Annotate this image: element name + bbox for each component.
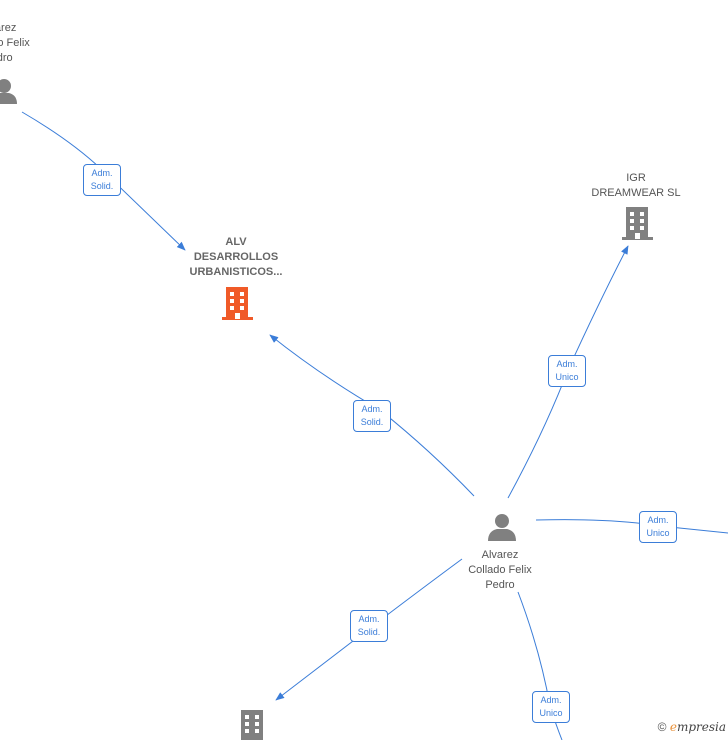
edge-badge-line: Solid. <box>357 627 381 637</box>
node-label-line: Pedro <box>485 579 515 591</box>
node-label-line: Collado Felix <box>468 564 532 576</box>
node-label-line: IGR <box>626 172 646 184</box>
person-icon[interactable] <box>488 514 516 541</box>
edge-badge-line: Unico <box>646 528 670 538</box>
node-label-line: ALV <box>225 236 247 248</box>
brand-initial: e <box>669 720 677 734</box>
edge-badge-line: Adm. <box>540 695 562 705</box>
node-label-line: Pedro <box>0 52 13 64</box>
watermark: © empresia <box>658 720 726 734</box>
edge-badge-line: Adm. <box>91 168 113 178</box>
edge-badge-line: Adm. <box>647 515 669 525</box>
edge-badge-adm-unico[interactable]: Adm. Unico <box>548 355 586 387</box>
edge-badge-line: Adm. <box>361 404 383 414</box>
node-label-company-alv[interactable]: ALV DESARROLLOS URBANISTICOS... <box>176 235 296 280</box>
edge-badge-adm-solid[interactable]: Adm. Solid. <box>350 610 388 642</box>
edge-badge-adm-unico[interactable]: Adm. Unico <box>532 691 570 723</box>
node-label-line: Collado Felix <box>0 37 30 49</box>
node-label-line: Alvarez <box>0 22 17 34</box>
node-label-line: DREAMWEAR SL <box>591 187 681 199</box>
edge-badge-line: Solid. <box>90 181 114 191</box>
node-label-person-top-left[interactable]: Alvarez Collado Felix Pedro <box>0 21 38 66</box>
building-icon[interactable] <box>222 287 253 320</box>
node-label-company-igr[interactable]: IGR DREAMWEAR SL <box>576 171 696 201</box>
edge-line-center-to-right <box>535 519 728 534</box>
node-label-line: URBANISTICOS... <box>189 266 283 278</box>
node-label-line: DESARROLLOS <box>193 251 279 263</box>
edge-badge-line: Adm. <box>556 359 578 369</box>
node-label-line: Alvarez <box>481 549 519 561</box>
brand-logo: empresia <box>670 720 726 734</box>
edge-badge-adm-unico[interactable]: Adm. Unico <box>639 511 677 543</box>
building-icon[interactable] <box>622 207 653 240</box>
edge-badge-line: Unico <box>555 372 579 382</box>
edge-badge-line: Solid. <box>360 417 384 427</box>
edge-badge-line: Unico <box>539 708 563 718</box>
edge-badge-adm-solid[interactable]: Adm. Solid. <box>83 164 121 196</box>
node-label-person-center[interactable]: Alvarez Collado Felix Pedro <box>450 548 550 593</box>
edge-badge-line: Adm. <box>358 614 380 624</box>
copyright-symbol: © <box>657 720 667 734</box>
building-icon[interactable] <box>241 710 263 740</box>
brand-rest: mpresia <box>676 720 726 734</box>
edge-badge-adm-solid[interactable]: Adm. Solid. <box>353 400 391 432</box>
person-icon[interactable] <box>0 79 17 104</box>
